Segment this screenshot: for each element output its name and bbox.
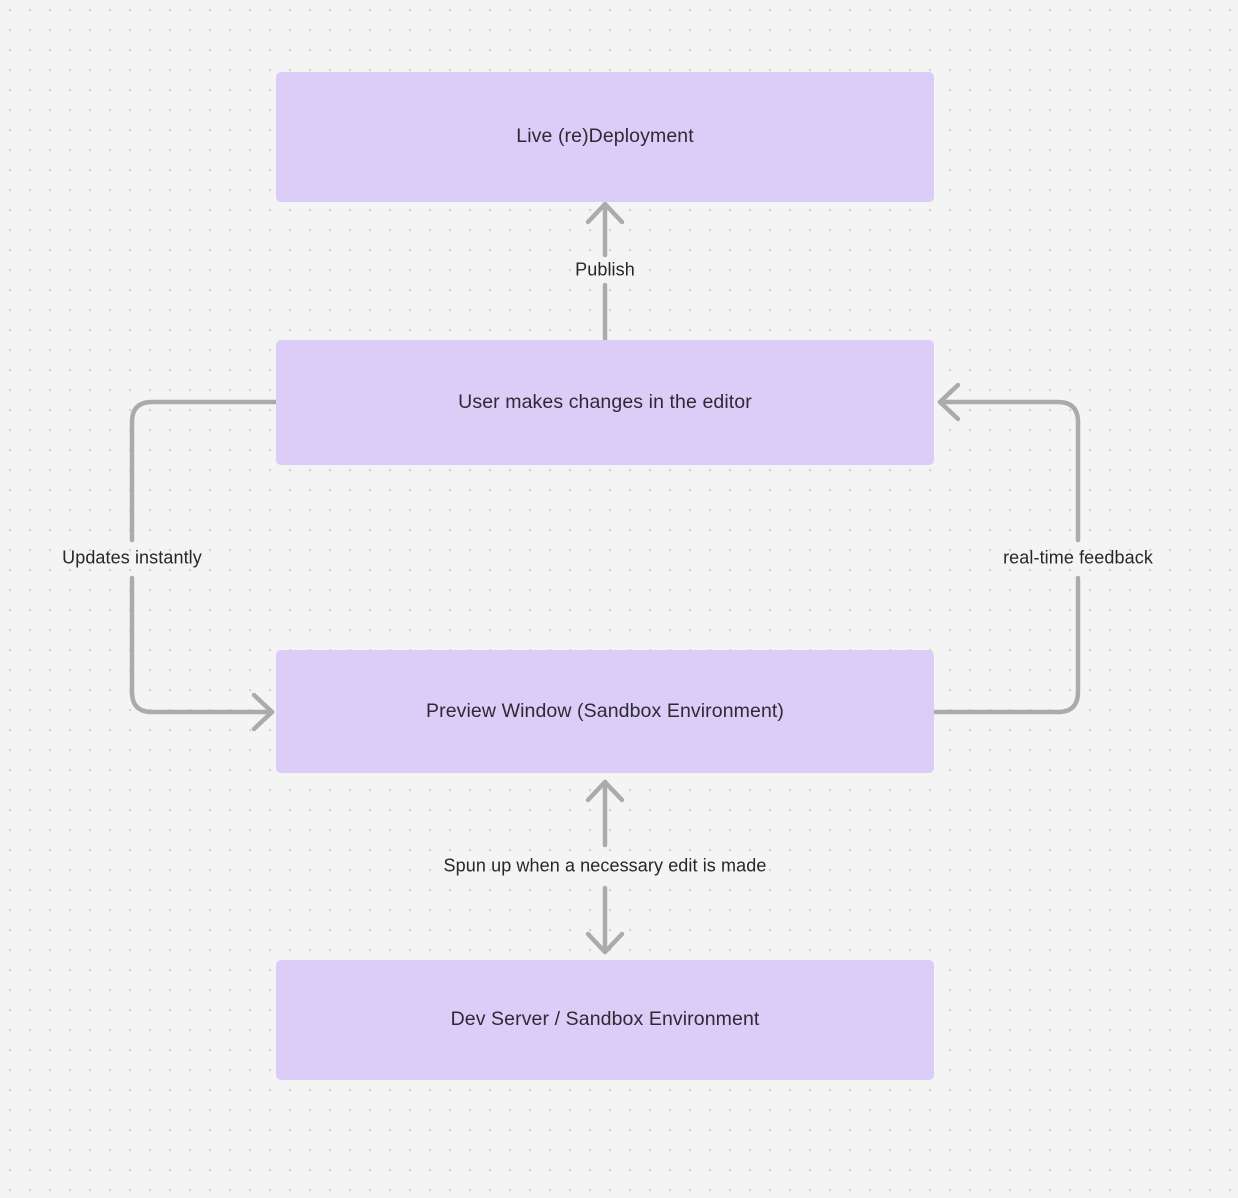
node-preview-window-label: Preview Window (Sandbox Environment) — [426, 699, 784, 722]
node-editor[interactable]: User makes changes in the editor — [276, 340, 934, 465]
edge-label-updates-instantly: Updates instantly — [62, 547, 202, 568]
edge-publish-arrowhead-icon — [585, 201, 625, 225]
edge-real-time-feedback-upper-segment — [937, 399, 1081, 543]
edge-updates-instantly-upper-segment — [129, 399, 279, 543]
node-dev-server[interactable]: Dev Server / Sandbox Environment — [276, 960, 934, 1080]
edge-label-spun-up: Spun up when a necessary edit is made — [443, 855, 767, 876]
edge-spun-up-up-arrowhead-icon — [585, 779, 625, 803]
edge-label-real-time-feedback: real-time feedback — [1003, 547, 1153, 568]
node-live-deployment-label: Live (re)Deployment — [516, 125, 694, 148]
edge-spun-up-down-arrowhead-icon — [585, 931, 625, 955]
edge-label-publish: Publish — [575, 259, 635, 280]
node-dev-server-label: Dev Server / Sandbox Environment — [450, 1008, 760, 1031]
edge-updates-instantly-arrowhead-icon — [251, 692, 275, 732]
node-preview-window[interactable]: Preview Window (Sandbox Environment) — [276, 650, 934, 773]
node-live-deployment[interactable]: Live (re)Deployment — [276, 72, 934, 202]
edge-updates-instantly-lower-segment — [129, 575, 275, 715]
node-editor-label: User makes changes in the editor — [458, 390, 752, 413]
edge-real-time-feedback-arrowhead-icon — [937, 382, 961, 422]
edge-real-time-feedback-lower-segment — [931, 575, 1081, 715]
